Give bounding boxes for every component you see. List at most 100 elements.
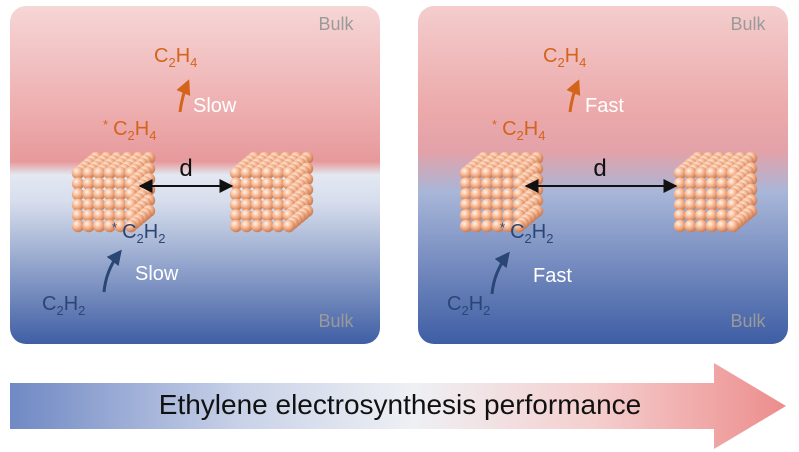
nanocube-atom — [470, 166, 483, 180]
nanocube-atom — [705, 219, 718, 233]
product-ethylene: C2H4 — [543, 45, 586, 70]
nanocube-atom — [716, 166, 729, 180]
nanocube-atom — [491, 209, 504, 222]
adsorbed-acetylene: *C2H2 — [500, 220, 553, 246]
nanocube-atom — [71, 209, 85, 222]
nanocube-atom — [470, 209, 483, 222]
nanocube-atom — [240, 209, 253, 222]
nanocube-atom — [481, 177, 494, 190]
nanocube-atom — [673, 177, 687, 190]
nanocube-atom — [240, 219, 253, 233]
rate-label-adsorption: Slow — [135, 263, 179, 285]
nanocube-atom — [481, 198, 494, 211]
nanocube-atom — [251, 198, 264, 211]
nanocube-atom — [251, 188, 264, 201]
nanocube-atom — [502, 219, 515, 233]
reactant-acetylene: C2H2 — [447, 293, 490, 318]
nanocube-atom — [716, 198, 729, 211]
nanocube-atom — [502, 209, 515, 222]
nanocube-atom — [673, 198, 687, 211]
nanocube-atom — [261, 209, 274, 222]
rate-label-adsorption: Fast — [533, 265, 572, 287]
nanocube-atom — [673, 166, 687, 180]
nanocube-atom — [71, 166, 85, 180]
performance-arrow: Ethylene electrosynthesis performance — [10, 363, 786, 449]
nanocube-atom — [684, 219, 697, 233]
nanocube-atom — [103, 219, 117, 233]
nanocube-atom — [726, 219, 740, 233]
nanocube-atom — [491, 219, 504, 233]
adsorption-arrow — [102, 249, 122, 293]
nanocube-atom — [114, 198, 127, 211]
nanocube-atom — [251, 219, 264, 233]
nanocube-atom — [502, 166, 515, 180]
nanocube-atom — [261, 219, 274, 233]
nanocube-atom — [71, 198, 85, 211]
nanocube-atom — [251, 209, 264, 222]
nanocube-atom — [82, 219, 95, 233]
nanocube-atom — [103, 209, 117, 222]
nanocube-atom — [491, 177, 504, 190]
nanocube-atom — [103, 166, 117, 180]
nanocube-atom — [705, 177, 718, 190]
reactant-acetylene: C2H2 — [42, 293, 85, 318]
panel-fast: Bulk Bulk C2H4 Fast *C2H4 d *C2H2 Fast C… — [418, 6, 788, 344]
nanocube-atom — [261, 166, 274, 180]
panel-background — [418, 6, 788, 344]
nanocube-atom — [695, 188, 708, 201]
nanocube-atom — [71, 188, 85, 201]
nanocube-atom — [502, 188, 515, 201]
nanocube-atom — [470, 219, 483, 233]
nanocube-atom — [459, 219, 473, 233]
nanocube-atom — [491, 198, 504, 211]
nanocube-atom — [272, 166, 285, 180]
nanocube-atom — [695, 177, 708, 190]
nanocube-atom — [272, 188, 285, 201]
nanocube-atom — [261, 198, 274, 211]
nanocube-atom — [673, 188, 687, 201]
nanocube-atom — [261, 188, 274, 201]
nanocube-atom — [229, 188, 243, 201]
nanocube-atom — [470, 177, 483, 190]
nanocube-atom — [272, 198, 285, 211]
nanocube-atom — [229, 177, 243, 190]
bulk-label-top: Bulk — [730, 14, 766, 34]
nanocube-atom — [684, 177, 697, 190]
nanocube-atom — [459, 166, 473, 180]
nanocube-atom — [705, 198, 718, 211]
distance-label: d — [179, 155, 192, 182]
nanocube-atom — [716, 188, 729, 201]
nanocube-atom — [673, 219, 687, 233]
nanocube-atom — [684, 166, 697, 180]
nanocube-atom — [282, 219, 296, 233]
bulk-label-top: Bulk — [318, 14, 354, 34]
nanocube-atom — [481, 209, 494, 222]
nanocube-right — [673, 151, 758, 233]
nanocube-atom — [684, 198, 697, 211]
nanocube-atom — [716, 209, 729, 222]
nanocube-atom — [240, 188, 253, 201]
nanocube-atom — [93, 188, 106, 201]
desorption-arrow — [566, 79, 581, 113]
nanocube-atom — [459, 177, 473, 190]
nanocube-atom — [705, 188, 718, 201]
nanocube-atom — [481, 166, 494, 180]
nanocube-atom — [229, 209, 243, 222]
nanocube-atom — [103, 177, 117, 190]
nanocube-atom — [512, 219, 526, 233]
nanocube-atom — [491, 188, 504, 201]
nanocube-atom — [481, 219, 494, 233]
nanocube-atom — [93, 209, 106, 222]
rate-label-desorption: Slow — [193, 95, 237, 117]
panel-slow: Bulk Bulk C2H4 Slow *C2H4 d *C2H2 Slow C… — [10, 6, 380, 344]
nanocube-atom — [684, 188, 697, 201]
nanocube-atom — [459, 198, 473, 211]
nanocube-atom — [229, 198, 243, 211]
nanocube-atom — [82, 198, 95, 211]
adsorbed-ethylene: *C2H4 — [492, 117, 545, 143]
desorption-arrow — [176, 79, 191, 113]
nanocube-atom — [93, 177, 106, 190]
nanocube-atom — [82, 166, 95, 180]
nanocube-atom — [71, 219, 85, 233]
